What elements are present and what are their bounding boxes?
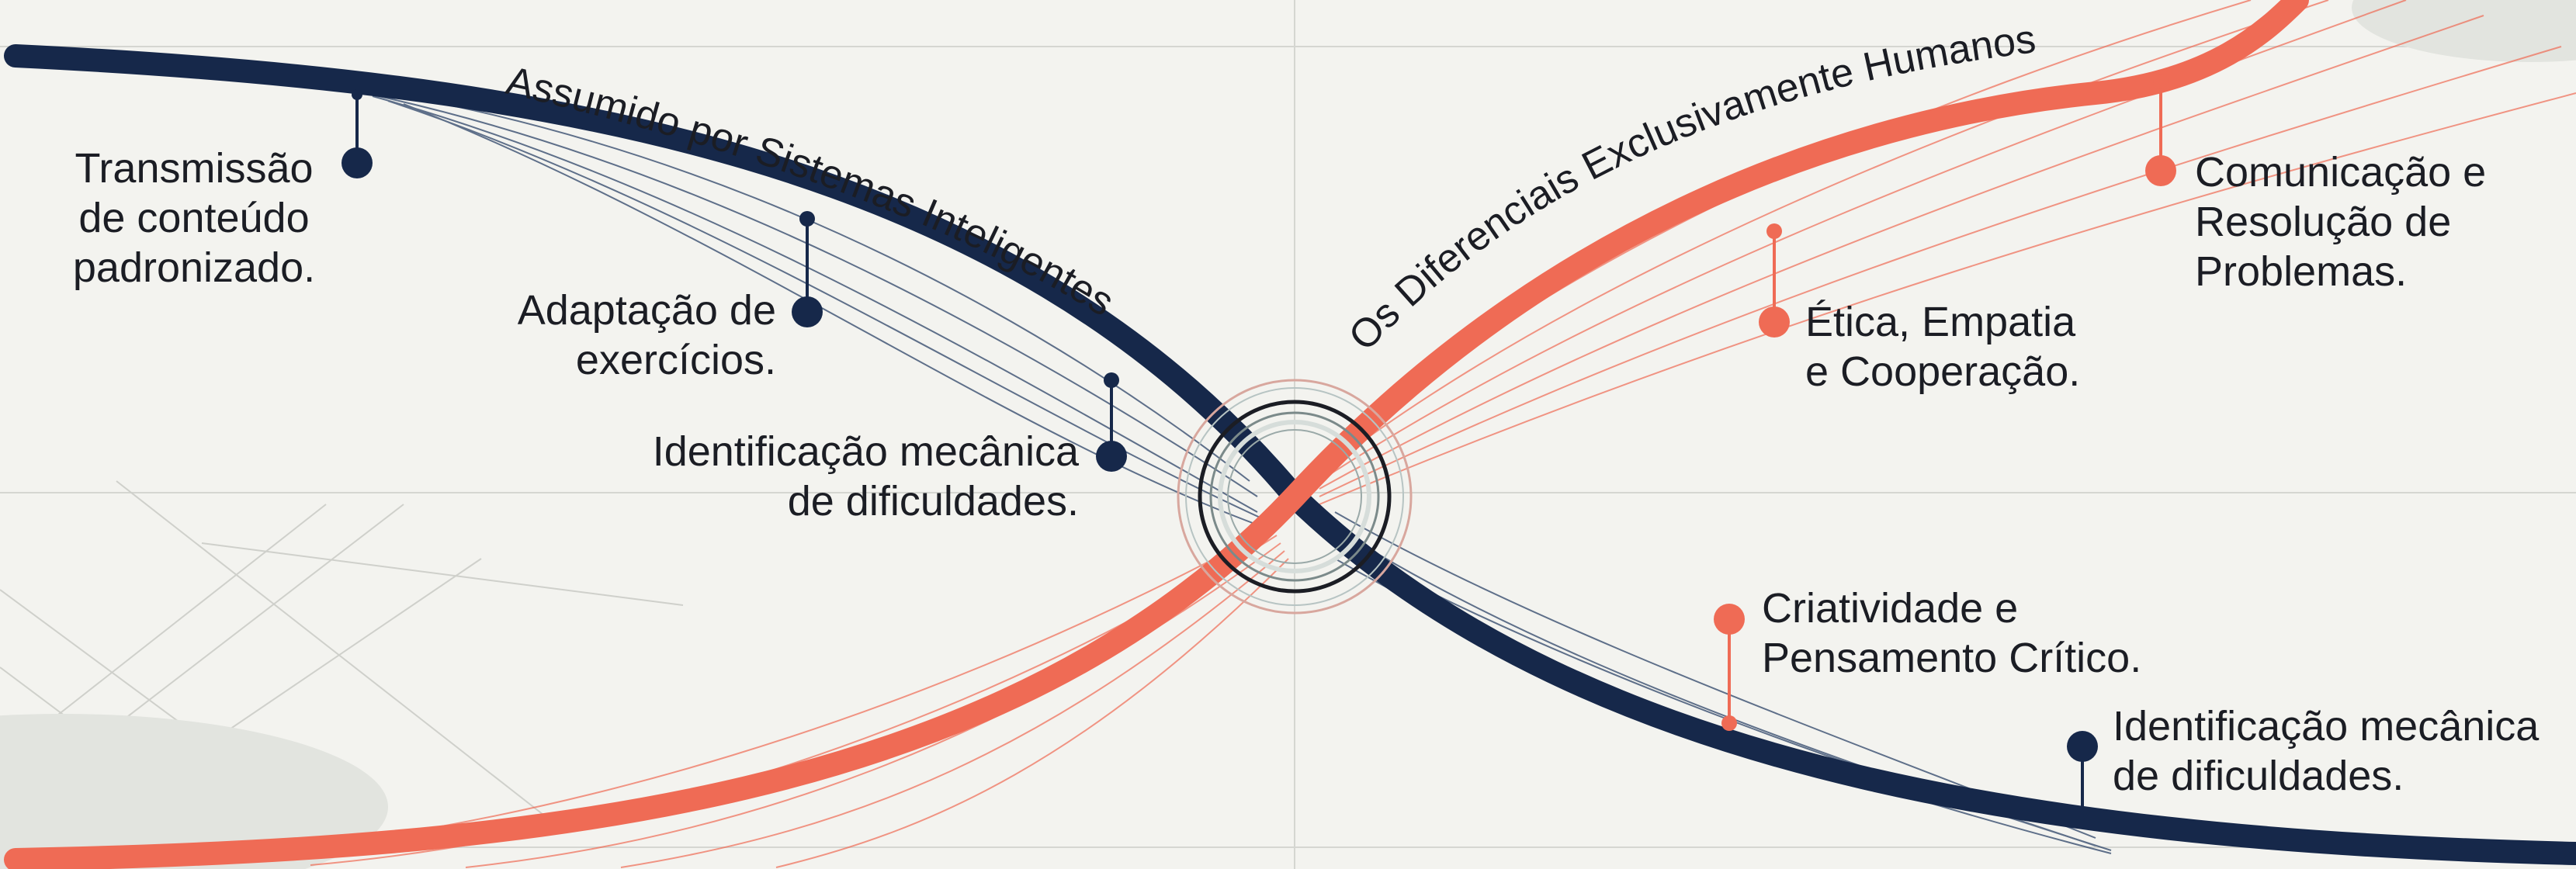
navy-marker-4 [2067, 731, 2098, 826]
navy-label-transmissao: Transmissão de conteúdo padronizado. [72, 145, 316, 291]
navy-label-identificacao-2: Identificação mecânica de dificuldades. [2113, 703, 2540, 799]
decorative-blob-bottom-left [0, 714, 388, 869]
navy-marker-2 [792, 211, 823, 327]
navy-label-identificacao-1: Identificação mecânica de dificuldades. [652, 428, 1079, 525]
navy-marker-1 [342, 89, 373, 178]
navy-label-adaptacao: Adaptação de exercícios. [517, 287, 776, 383]
coral-label-etica: Ética, Empatia e Cooperação. [1805, 299, 2081, 395]
coral-marker-1 [2145, 74, 2176, 186]
coral-marker-2 [1759, 223, 1790, 338]
navy-marker-3 [1096, 372, 1127, 472]
coral-label-criatividade: Criatividade e Pensamento Crítico. [1762, 585, 2142, 681]
coral-label-comunicacao: Comunicação e Resolução de Problemas. [2195, 149, 2487, 295]
crossing-rings-icon [1177, 379, 1413, 615]
decorative-blob-top-right [2352, 0, 2576, 62]
coral-marker-3 [1714, 604, 1745, 731]
coral-main-curve [4, 0, 2309, 869]
